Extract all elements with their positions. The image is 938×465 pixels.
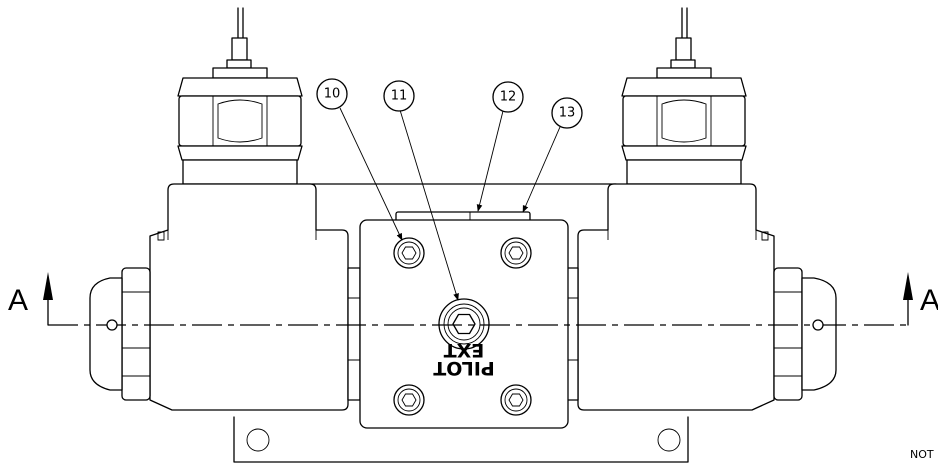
balloon-12: 12	[476, 81, 524, 212]
balloon-10-label: 10	[324, 87, 341, 102]
hex-bolt-top-right	[500, 237, 532, 269]
balloon-13-label: 13	[559, 106, 576, 121]
hex-bolt-bottom-right	[500, 384, 532, 416]
balloon-12-label: 12	[500, 90, 517, 105]
callout-balloons: 10 11 12 13	[316, 78, 583, 301]
section-line-a-a: A A	[8, 272, 938, 331]
section-arrow-left	[43, 272, 53, 300]
balloon-10: 10	[316, 78, 403, 241]
note-text: NOT	[910, 448, 934, 461]
mounting-hole-left	[246, 428, 270, 452]
center-mark-right	[812, 319, 824, 331]
ext-pilot-stamp: PILOT EXT	[433, 339, 495, 379]
pilot-block: PILOT EXT	[359, 211, 569, 429]
stamp-line-pilot: PILOT	[433, 357, 495, 379]
balloon-13: 13	[522, 97, 583, 213]
stamp-line-ext: EXT	[444, 339, 485, 361]
center-mark-left	[106, 319, 118, 331]
hex-bolt-top-left	[393, 237, 425, 269]
hex-bolt-bottom-left	[393, 384, 425, 416]
mounting-plate	[233, 416, 689, 463]
section-label-left: A	[8, 284, 28, 317]
ext-pilot-port-plug	[438, 298, 490, 350]
left-solenoid	[89, 7, 361, 411]
section-label-right: A	[920, 284, 938, 317]
section-arrow-right	[903, 272, 913, 300]
right-solenoid	[565, 7, 837, 411]
balloon-11-label: 11	[391, 89, 408, 104]
balloon-11: 11	[383, 80, 459, 301]
mounting-hole-right	[657, 428, 681, 452]
